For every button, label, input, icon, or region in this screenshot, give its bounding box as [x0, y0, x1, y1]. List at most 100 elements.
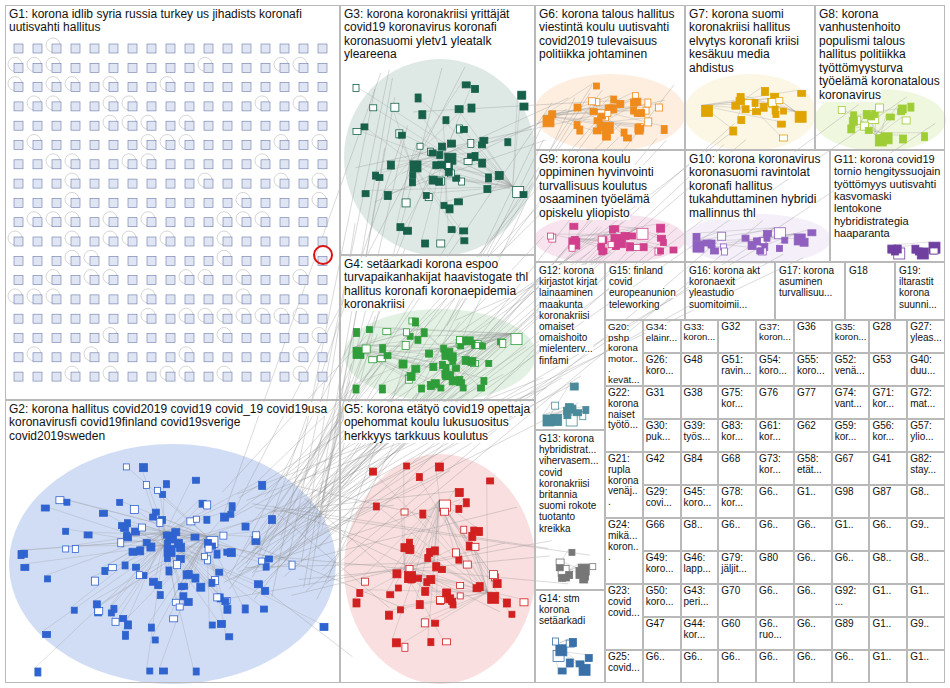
isolate-vertex: [299, 198, 308, 207]
inter-group-line: [490, 95, 611, 142]
cluster-edge: [447, 140, 512, 186]
group-panel: G66: [643, 518, 681, 551]
vertex-cluster: [353, 318, 522, 393]
cluster-edge: [395, 500, 439, 585]
isolate-vertex: [318, 314, 327, 323]
vertex: [632, 93, 638, 99]
vertex: [21, 564, 29, 570]
vertex: [742, 106, 749, 113]
isolate-vertex: [128, 141, 137, 150]
group-heading: G12: korona kirjastot kirjat lainaaminen…: [539, 265, 597, 366]
self-loop: [141, 212, 155, 226]
cluster-edge: [102, 532, 166, 568]
vertex: [159, 668, 167, 674]
group-panel: G61: kor...: [756, 419, 794, 452]
self-loop: [217, 308, 231, 322]
vertex: [204, 501, 211, 509]
isolate-vertex: [147, 218, 156, 227]
vertex-cluster: [353, 82, 528, 247]
isolate-vertex: [33, 160, 42, 169]
group-panel: G6..: [756, 485, 794, 518]
vertex: [798, 90, 806, 96]
isolate-vertex: [185, 198, 194, 207]
isolate-vertex: [14, 256, 23, 265]
isolate-vertex: [223, 256, 232, 265]
vertex: [520, 103, 528, 110]
isolate-vertex: [299, 121, 308, 130]
inter-group-line: [317, 140, 544, 599]
vertex: [752, 109, 760, 115]
isolate-vertex: [299, 218, 308, 227]
vertex: [576, 661, 584, 667]
group-panel: G24: mikä... koron...: [605, 518, 643, 584]
isolate-vertex: [71, 314, 80, 323]
group-heading: G71: kor...: [872, 387, 894, 409]
group-heading: G75: kor...: [721, 387, 743, 409]
isolate-vertex: [14, 141, 23, 150]
inter-group-line: [289, 70, 389, 557]
group-heading: G76: [759, 387, 778, 398]
vertex: [569, 244, 575, 251]
self-loop: [84, 270, 98, 284]
isolate-vertex: [52, 121, 61, 130]
self-loop: [217, 231, 231, 245]
self-loop: [65, 173, 79, 187]
group-heading: G1..: [797, 486, 816, 497]
vertex: [391, 103, 399, 111]
vertex: [481, 378, 487, 385]
cluster-edge: [439, 500, 493, 580]
isolate-vertex: [261, 295, 270, 304]
group-panel: G41: [869, 452, 907, 485]
vertex: [865, 128, 872, 134]
group-panel: G20: pshp korona motor... kevät...: [605, 320, 643, 386]
vertex: [469, 532, 476, 540]
isolate-vertex: [318, 372, 327, 381]
isolate-vertex: [280, 218, 289, 227]
group-panel: G35: koron...: [832, 320, 870, 353]
vertex: [353, 385, 359, 393]
cluster-halo: [684, 74, 816, 151]
cluster-edge: [93, 536, 207, 601]
vertex: [268, 516, 275, 524]
vertex: [413, 318, 419, 326]
vertex: [393, 570, 401, 578]
cluster-edge: [123, 464, 207, 536]
cluster-edge: [437, 153, 445, 240]
group-heading: G6..: [872, 519, 891, 530]
isolate-vertex: [185, 256, 194, 265]
vertex: [460, 228, 468, 234]
vertex: [443, 374, 450, 380]
cluster-edge: [457, 334, 511, 380]
vertex: [473, 585, 481, 592]
cluster-edge: [410, 161, 461, 238]
isolate-vertex: [204, 44, 213, 53]
isolate-vertex: [204, 198, 213, 207]
group-panel: G48: [681, 353, 719, 386]
group-heading: G3: korona koronakriisi yrittäjät covid1…: [344, 7, 509, 61]
isolate-vertex: [52, 63, 61, 72]
vertex: [930, 248, 937, 254]
group-heading: G57: ylio...: [910, 420, 933, 442]
isolate-vertex: [90, 141, 99, 150]
vertex: [124, 621, 131, 629]
group-heading: G23: covid covid...: [608, 585, 640, 618]
self-loop: [179, 308, 193, 322]
isolate-vertex: [71, 256, 80, 265]
vertex: [35, 668, 41, 676]
cluster-edge: [166, 481, 259, 532]
cluster-edge: [405, 572, 437, 599]
group-heading: G83: kor...: [721, 420, 743, 442]
vertex: [578, 564, 589, 575]
isolate-vertex: [128, 83, 137, 92]
isolate-vertex: [147, 314, 156, 323]
isolate-vertex: [299, 372, 308, 381]
isolate-vertex: [299, 141, 308, 150]
self-loop: [312, 173, 326, 187]
vertex: [461, 526, 467, 533]
isolate-vertex: [223, 218, 232, 227]
cluster-halos: [9, 59, 946, 684]
self-loop: [255, 96, 269, 110]
vertex: [320, 623, 328, 630]
vertex: [122, 562, 128, 569]
